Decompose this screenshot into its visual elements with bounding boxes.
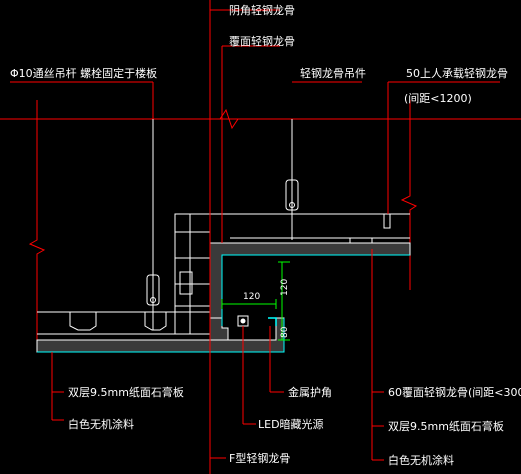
step-wall-framing <box>174 213 211 335</box>
label-white-paint-right: 白色无机涂料 <box>388 453 454 467</box>
left-break-line <box>28 100 46 340</box>
lower-gypsum-board <box>36 317 285 353</box>
dimension-height-120: 120 <box>280 279 290 296</box>
label-double-board-right: 双层9.5mm纸面石膏板 <box>388 419 504 433</box>
paint-finish-line-upper <box>221 254 410 326</box>
dimension-height-80: 80 <box>280 326 290 338</box>
label-surface-steel-keel: 覆面轻钢龙骨 <box>229 34 295 48</box>
leader-lines <box>10 0 500 474</box>
hanger-bolt-right <box>289 202 295 208</box>
dimension-width-120: 120 <box>243 292 260 302</box>
hanger-bolt-left <box>150 297 156 303</box>
label-rod-and-bolt: Φ10通丝吊杆 螺栓固定于楼板 <box>10 66 157 80</box>
led-bulb <box>240 318 246 324</box>
label-keel-hanger: 轻钢龙骨吊件 <box>300 66 366 80</box>
dimension-lines <box>221 261 290 341</box>
upper-gypsum-board <box>209 242 411 319</box>
slab-break-mark <box>219 108 239 130</box>
hanger-clip-right <box>285 179 299 211</box>
hanger-clip-left <box>146 274 160 306</box>
paint-finish-line-lower <box>37 318 285 353</box>
label-white-paint-left: 白色无机涂料 <box>68 417 134 431</box>
label-surface-keel-spacing: 60覆面轻钢龙骨(间距<300) <box>388 385 521 399</box>
label-main-keel-spacing: (间距<1200) <box>404 92 472 105</box>
light-slot-inner-board <box>209 317 229 341</box>
label-double-board-left: 双层9.5mm纸面石膏板 <box>68 385 184 399</box>
label-corner-steel-keel: 阴角轻钢龙骨 <box>229 3 295 17</box>
lower-ceiling-framing <box>37 311 210 335</box>
metal-corner-guard <box>268 317 277 326</box>
label-f-keel: F型轻钢龙骨 <box>229 451 290 465</box>
label-main-keel: 50上人承载轻钢龙骨 <box>406 66 508 80</box>
label-led-strip: LED暗藏光源 <box>258 417 324 431</box>
label-metal-corner: 金属护角 <box>288 385 332 399</box>
right-break-line <box>400 100 418 290</box>
